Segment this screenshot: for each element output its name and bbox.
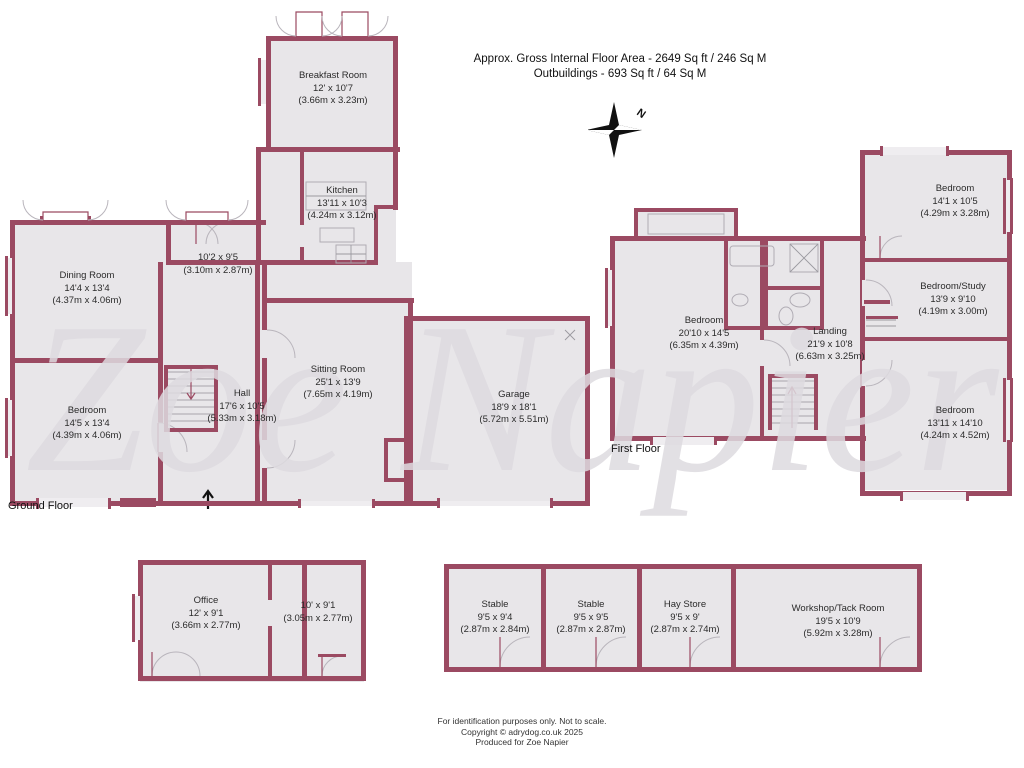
footer-line-2: Copyright © adrydog.co.uk 2025 bbox=[460, 726, 584, 737]
gross-floor-area: Approx. Gross Internal Floor Area - 2649… bbox=[450, 52, 790, 82]
first-floor-group bbox=[605, 146, 1013, 501]
floor-label-ground: Ground Floor bbox=[8, 500, 73, 512]
compass-north-label: N bbox=[634, 107, 647, 121]
footer-disclaimer: For identification purposes only. Not to… bbox=[382, 716, 662, 748]
floor-label-first: First Floor bbox=[611, 443, 661, 455]
footer-line-3: Produced for Zoe Napier bbox=[475, 737, 569, 747]
outbuildings-group bbox=[132, 560, 922, 682]
area-line-2: Outbuildings - 693 Sq ft / 64 Sq M bbox=[533, 68, 707, 80]
compass-star-icon: N bbox=[588, 102, 648, 158]
ground-floor-group bbox=[5, 11, 590, 509]
footer-line-1: For identification purposes only. Not to… bbox=[437, 716, 607, 726]
area-line-1: Approx. Gross Internal Floor Area - 2649… bbox=[473, 53, 767, 65]
